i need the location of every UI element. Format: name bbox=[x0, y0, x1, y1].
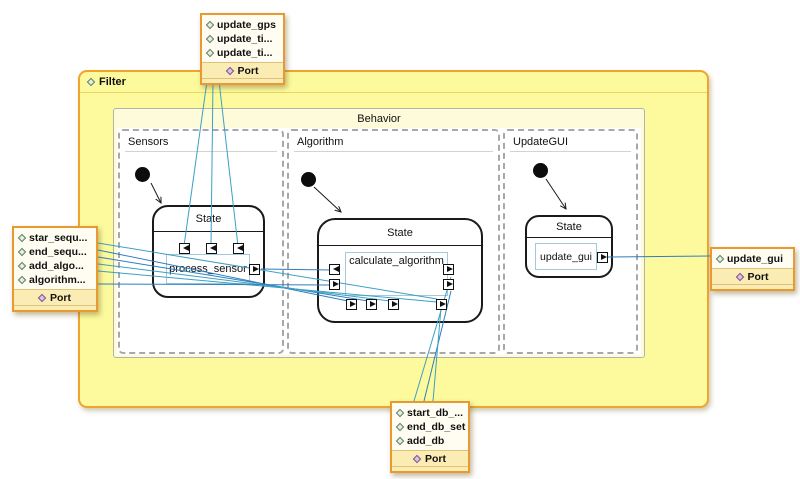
port-item-add-db[interactable]: add_db bbox=[395, 434, 463, 448]
activity-update-gui-label: update_gui bbox=[540, 250, 592, 263]
connector-top-3[interactable] bbox=[218, 80, 239, 247]
state-algorithm-title: State bbox=[319, 220, 481, 246]
pin-calc-algorithm-bottom-2[interactable] bbox=[366, 299, 377, 310]
item-diamond-icon bbox=[17, 261, 27, 271]
port-footer-label: Port bbox=[50, 291, 71, 304]
item-diamond-icon bbox=[715, 254, 725, 264]
connector-left-5[interactable] bbox=[97, 270, 438, 303]
port-item-star-sequ[interactable]: star_sequ... bbox=[17, 231, 91, 245]
item-diamond-icon bbox=[17, 275, 27, 285]
item-diamond-icon bbox=[17, 247, 27, 257]
state-updategui-title: State bbox=[527, 217, 611, 238]
transition-sensors-initial[interactable] bbox=[150, 182, 161, 203]
port-item-update-gui[interactable]: update_gui bbox=[715, 252, 788, 266]
port-diamond-icon bbox=[412, 454, 422, 463]
pin-calc-algorithm-left-2[interactable] bbox=[329, 279, 340, 290]
connector-left-4[interactable] bbox=[97, 263, 391, 302]
portbox-bottom-footer[interactable]: Port bbox=[392, 451, 468, 467]
pin-calc-algorithm-right-1[interactable] bbox=[443, 264, 454, 275]
port-item-update-gps[interactable]: update_gps bbox=[205, 18, 278, 32]
portbox-top[interactable]: update_gps update_ti... update_ti... Por… bbox=[200, 13, 285, 85]
connector-left-6[interactable] bbox=[97, 283, 333, 286]
portbox-top-items: update_gps update_ti... update_ti... bbox=[202, 15, 283, 63]
region-updategui-label: UpdateGUI bbox=[510, 131, 631, 152]
connector-top-2[interactable] bbox=[210, 80, 214, 247]
portbox-left[interactable]: star_sequ... end_sequ... add_algo... alg… bbox=[12, 226, 98, 312]
initial-state-sensors[interactable] bbox=[135, 167, 150, 182]
portbox-left-footer[interactable]: Port bbox=[14, 290, 96, 306]
item-diamond-icon bbox=[17, 233, 27, 243]
region-algorithm-label: Algorithm bbox=[294, 131, 493, 152]
pin-process-sensor-out-1[interactable] bbox=[249, 264, 260, 275]
port-item-algorithm[interactable]: algorithm... bbox=[17, 273, 91, 287]
connector-left-2[interactable] bbox=[97, 249, 349, 302]
port-item-update-ti-2[interactable]: update_ti... bbox=[205, 46, 278, 60]
activity-calculate-algorithm-label: calculate_algorithm bbox=[349, 255, 444, 267]
port-item-end-db-set[interactable]: end_db_set bbox=[395, 420, 466, 434]
initial-state-updategui[interactable] bbox=[533, 163, 548, 178]
port-item-update-ti-1[interactable]: update_ti... bbox=[205, 32, 278, 46]
port-item-label: add_algo... bbox=[29, 260, 84, 272]
port-footer-label: Port bbox=[747, 270, 769, 283]
portbox-right-footer[interactable]: Port bbox=[712, 269, 793, 285]
pin-calc-algorithm-right-2[interactable] bbox=[443, 279, 454, 290]
connector-left-1[interactable] bbox=[97, 242, 438, 300]
transition-algorithm-initial[interactable] bbox=[313, 186, 341, 212]
activity-calculate-algorithm[interactable]: calculate_algorithm bbox=[345, 252, 448, 296]
connector-bottom-3[interactable] bbox=[432, 307, 442, 402]
connector-top-1[interactable] bbox=[183, 80, 208, 247]
region-sensors-label: Sensors bbox=[125, 131, 277, 152]
filter-label: Filter bbox=[99, 76, 126, 88]
portbox-right-items: update_gui bbox=[712, 249, 793, 269]
port-item-label: end_sequ... bbox=[29, 246, 87, 258]
pin-calc-algorithm-left-1[interactable] bbox=[329, 264, 340, 275]
port-diamond-icon bbox=[37, 293, 47, 302]
port-item-label: end_db_set bbox=[407, 421, 466, 433]
behavior-label: Behavior bbox=[357, 113, 401, 125]
pin-update-gui-out-1[interactable] bbox=[597, 252, 608, 263]
port-item-add-algo[interactable]: add_algo... bbox=[17, 259, 91, 273]
item-diamond-icon bbox=[205, 34, 215, 44]
pin-process-sensor-in-1[interactable] bbox=[179, 243, 190, 254]
port-footer-label: Port bbox=[425, 452, 446, 465]
item-diamond-icon bbox=[395, 436, 405, 446]
connector-left-3[interactable] bbox=[97, 256, 369, 302]
port-item-end-sequ[interactable]: end_sequ... bbox=[17, 245, 91, 259]
portbox-right[interactable]: update_gui Port bbox=[710, 247, 795, 291]
item-diamond-icon bbox=[205, 20, 215, 30]
pin-process-sensor-in-2[interactable] bbox=[206, 243, 217, 254]
item-diamond-icon bbox=[395, 408, 405, 418]
pin-process-sensor-in-3[interactable] bbox=[233, 243, 244, 254]
initial-state-algorithm[interactable] bbox=[301, 172, 316, 187]
portbox-bottom-items: start_db_... end_db_set add_db bbox=[392, 403, 468, 451]
pin-calc-algorithm-bottom-4[interactable] bbox=[436, 299, 447, 310]
portbox-top-footer[interactable]: Port bbox=[202, 63, 283, 79]
pin-calc-algorithm-bottom-1[interactable] bbox=[346, 299, 357, 310]
port-item-label: add_db bbox=[407, 435, 445, 447]
port-item-start-db[interactable]: start_db_... bbox=[395, 406, 464, 420]
filter-header: Filter bbox=[80, 72, 707, 93]
portbox-left-items: star_sequ... end_sequ... add_algo... alg… bbox=[14, 228, 96, 290]
pin-calc-algorithm-bottom-3[interactable] bbox=[388, 299, 399, 310]
port-item-label: algorithm... bbox=[29, 274, 86, 286]
port-diamond-icon bbox=[225, 66, 234, 75]
connector-bottom-1[interactable] bbox=[413, 276, 452, 402]
portbox-bottom[interactable]: start_db_... end_db_set add_db Port bbox=[390, 401, 470, 473]
activity-update-gui[interactable]: update_gui bbox=[535, 243, 597, 270]
state-sensors-title: State bbox=[154, 207, 263, 232]
port-item-label: star_sequ... bbox=[29, 232, 88, 244]
port-item-label: update_ti... bbox=[217, 47, 273, 59]
item-diamond-icon bbox=[395, 422, 405, 432]
port-footer-label: Port bbox=[237, 64, 259, 77]
port-diamond-icon bbox=[735, 272, 744, 281]
transition-updategui-initial[interactable] bbox=[545, 178, 566, 209]
connector-update-gui[interactable] bbox=[607, 255, 711, 258]
port-item-label: update_gui bbox=[727, 253, 784, 265]
port-item-label: update_gps bbox=[217, 19, 276, 31]
port-item-label: start_db_... bbox=[407, 407, 464, 419]
item-diamond-icon bbox=[205, 48, 215, 58]
port-item-label: update_ti... bbox=[217, 33, 273, 45]
connector-sensor-to-algorithm[interactable] bbox=[260, 268, 333, 271]
